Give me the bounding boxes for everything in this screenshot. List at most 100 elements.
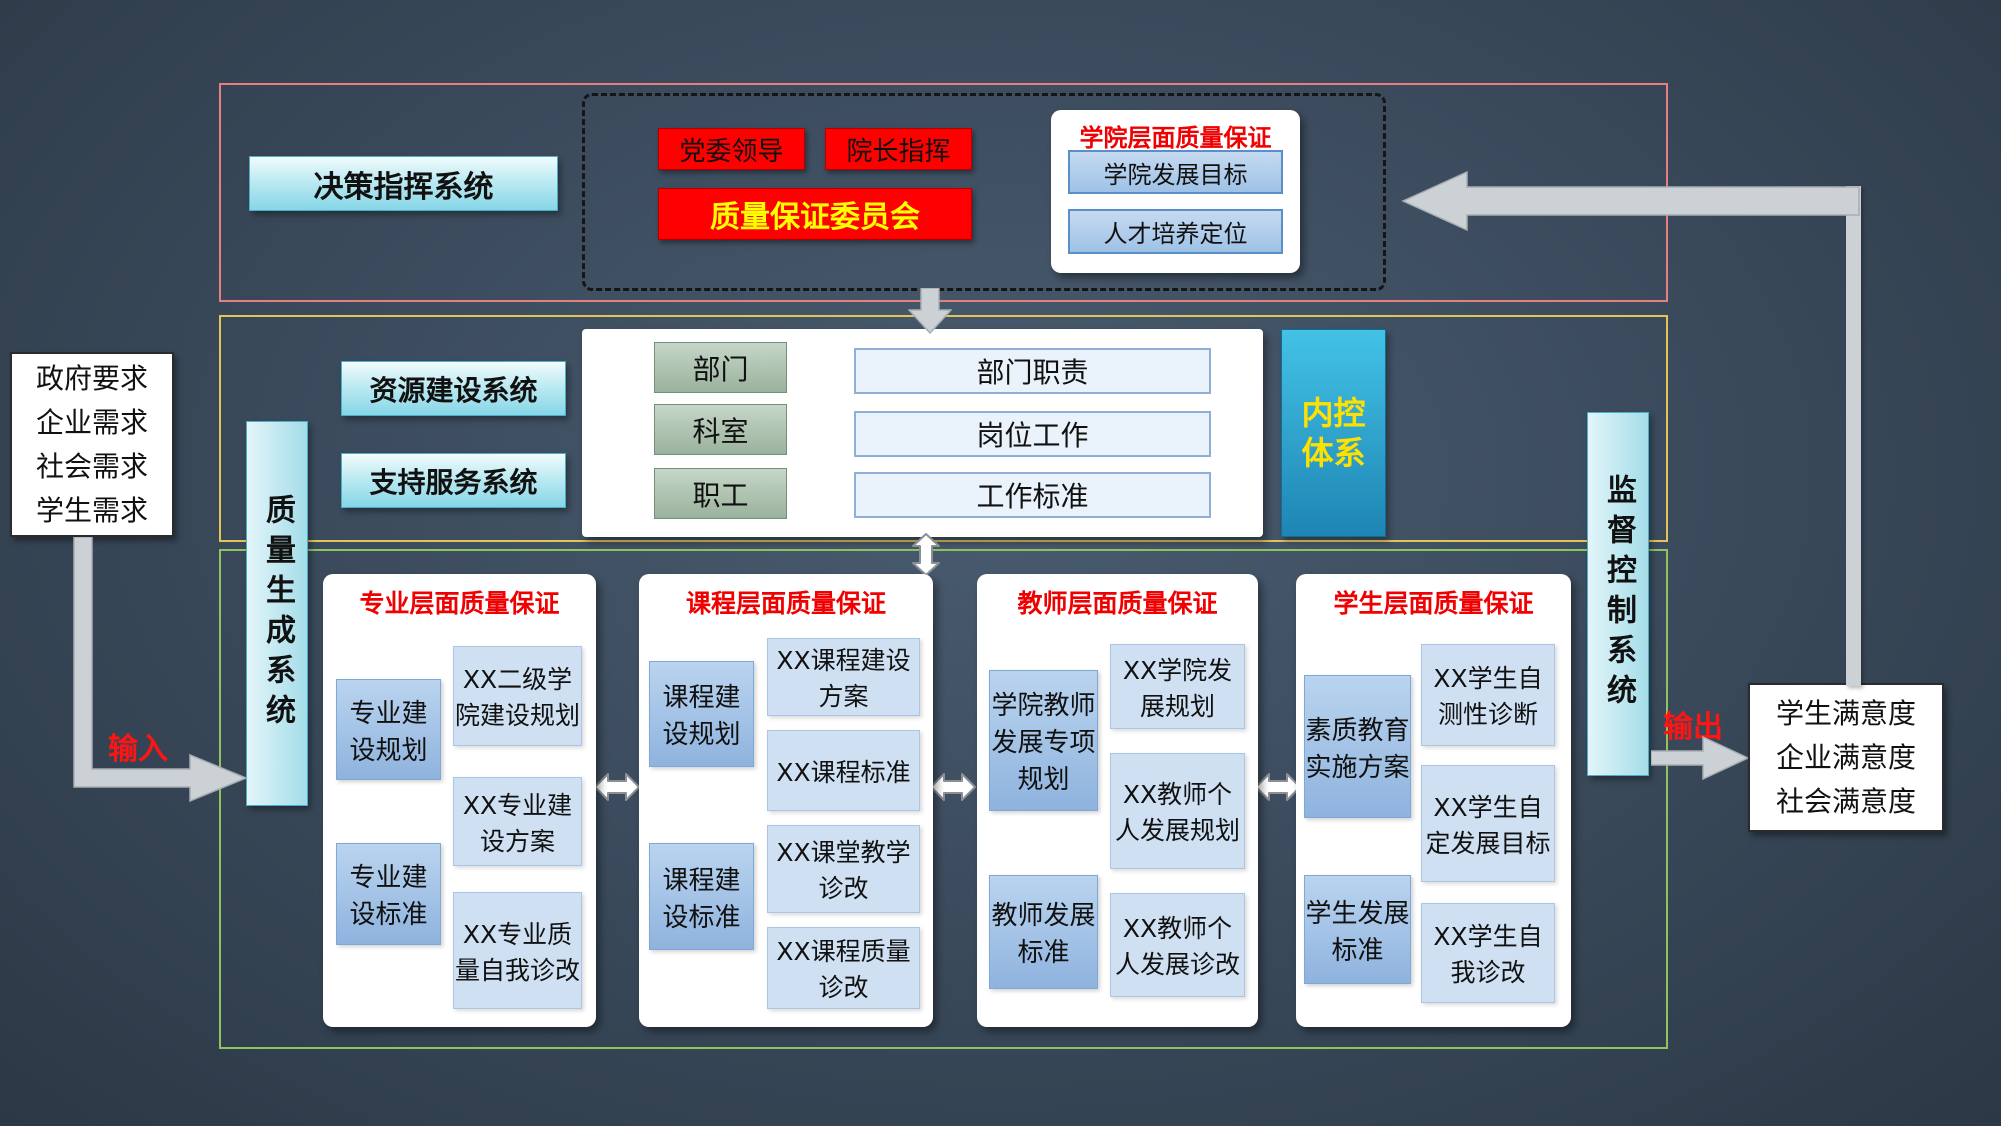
major-college-plan-box: XX二级学院建设规划: [453, 646, 582, 746]
decision-command-box: 决策指挥系统: [249, 156, 558, 211]
teacher-personal-plan-box: XX教师个人发展规划: [1110, 753, 1245, 869]
resource-system-label: 资源建设系统: [369, 373, 538, 407]
supervision-control-label: 监督控制系统: [1601, 474, 1636, 714]
teacher-dev-plan-box: 学院教师发展专项规划: [989, 670, 1098, 811]
major-self-diagnosis-label: XX专业质量自我诊改: [454, 919, 580, 985]
student-self-diagnosis-label: XX学生自我诊改: [1433, 922, 1543, 987]
satisfaction-box: 学生满意度 企业满意度 社会满意度: [1748, 683, 1944, 832]
panel-double-arrow-1: [594, 773, 640, 801]
teacher-dev-standard-box: 教师发展标准: [989, 875, 1098, 989]
staff-box: 职工: [654, 468, 787, 519]
course-build-scheme-box: XX课程建设方案: [767, 638, 920, 716]
college-goal-label: 学院发展目标: [1103, 160, 1248, 189]
qa-panel-major-title: 专业层面质量保证: [359, 589, 560, 618]
course-standard-left-box: 课程建设标准: [649, 843, 754, 950]
qa-panel-student: 学生层面质量保证 素质教育实施方案 学生发展标准 XX学生自测性诊断 XX学生自…: [1296, 574, 1571, 1027]
top-down-arrow: [908, 288, 952, 334]
panel-double-arrow-2: [930, 773, 976, 801]
department-box: 部门: [654, 342, 787, 393]
section-box: 科室: [654, 404, 787, 455]
student-dev-standard-label: 学生发展标准: [1305, 898, 1410, 966]
post-work-box: 岗位工作: [854, 411, 1211, 457]
major-plan-label: 专业建设规划: [349, 698, 428, 766]
internal-control-box: 内控 体系: [1281, 329, 1386, 537]
course-standard-label: XX课程标准: [776, 757, 911, 787]
major-build-scheme-label: XX专业建设方案: [462, 790, 573, 856]
leadership-dashed-group: [582, 93, 1386, 291]
course-plan-label: 课程建设规划: [662, 683, 741, 750]
demand-enterprise: 企业需求: [35, 405, 148, 439]
quality-education-scheme-box: 素质教育实施方案: [1304, 675, 1411, 818]
party-leadership-label: 党委领导: [679, 136, 784, 167]
department-label: 部门: [692, 352, 749, 386]
college-qa-panel: 学院层面质量保证 学院发展目标 人才培养定位: [1051, 110, 1300, 273]
satisfaction-society: 社会满意度: [1775, 784, 1916, 818]
qa-panel-major: 专业层面质量保证 专业建设规划 专业建设标准 XX二级学院建设规划 XX专业建设…: [323, 574, 596, 1027]
output-arrow: [1651, 735, 1750, 781]
course-quality-diagnosis-box: XX课程质量诊改: [767, 927, 920, 1009]
support-system-label: 支持服务系统: [369, 465, 538, 499]
demand-society: 社会需求: [35, 449, 148, 483]
section-label: 科室: [692, 414, 749, 448]
college-qa-title: 学院层面质量保证: [1079, 124, 1272, 152]
course-build-scheme-label: XX课程建设方案: [776, 646, 911, 711]
mid-bottom-double-arrow: [912, 533, 940, 576]
department-duty-box: 部门职责: [854, 348, 1211, 394]
output-label: 输出: [1663, 710, 1723, 745]
student-self-goal-box: XX学生自定发展目标: [1421, 765, 1555, 882]
quality-committee-box: 质量保证委员会: [658, 188, 972, 240]
quality-generation-frame: [219, 549, 1668, 1049]
staff-label: 职工: [692, 478, 749, 512]
teacher-personal-diagnosis-label: XX教师个人发展诊改: [1114, 914, 1240, 979]
qa-panel-teacher-title: 教师层面质量保证: [1017, 589, 1218, 618]
president-command-label: 院长指挥: [846, 136, 951, 167]
demand-government: 政府要求: [35, 361, 148, 395]
qa-panel-student-title: 学生层面质量保证: [1333, 589, 1534, 618]
classroom-teaching-diagnosis-label: XX课堂教学诊改: [776, 838, 911, 903]
quality-generation-label: 质量生成系统: [260, 493, 295, 734]
course-standard-box: XX课程标准: [767, 730, 920, 811]
internal-control-line1: 内控: [1301, 394, 1366, 432]
work-standard-label: 工作标准: [976, 480, 1089, 513]
input-elbow-arrow: [73, 537, 248, 803]
course-standard-left-label: 课程建设标准: [662, 865, 741, 933]
student-self-test-box: XX学生自测性诊断: [1421, 644, 1555, 746]
work-standard-box: 工作标准: [854, 472, 1211, 518]
panel-double-arrow-3: [1255, 773, 1301, 801]
supervision-control-bar: 监督控制系统: [1587, 412, 1649, 776]
teacher-dev-standard-label: 教师发展标准: [991, 901, 1096, 968]
teacher-personal-plan-label: XX教师个人发展规划: [1114, 780, 1240, 845]
major-plan-box: 专业建设规划: [336, 679, 441, 780]
course-quality-diagnosis-label: XX课程质量诊改: [776, 937, 911, 1002]
college-dev-plan-box: XX学院发展规划: [1110, 644, 1245, 729]
talent-position-box: 人才培养定位: [1068, 209, 1283, 254]
classroom-teaching-diagnosis-box: XX课堂教学诊改: [767, 825, 920, 913]
decision-command-label: 决策指挥系统: [313, 169, 494, 205]
quality-generation-bar: 质量生成系统: [246, 421, 308, 806]
talent-position-label: 人才培养定位: [1103, 220, 1248, 248]
support-system-box: 支持服务系统: [341, 453, 566, 508]
department-duty-label: 部门职责: [976, 356, 1089, 389]
qa-panel-course: 课程层面质量保证 课程建设规划 课程建设标准 XX课程建设方案 XX课程标准 X…: [639, 574, 933, 1027]
major-standard-box: 专业建设标准: [336, 843, 441, 945]
major-college-plan-label: XX二级学院建设规划: [454, 665, 580, 730]
demand-student: 学生需求: [35, 493, 148, 527]
quality-committee-label: 质量保证委员会: [710, 200, 920, 235]
qa-panel-teacher: 教师层面质量保证 学院教师发展专项规划 教师发展标准 XX学院发展规划 XX教师…: [977, 574, 1258, 1027]
major-build-scheme-box: XX专业建设方案: [453, 777, 582, 866]
external-demand-box: 政府要求 企业需求 社会需求 学生需求: [10, 352, 174, 537]
college-dev-plan-label: XX学院发展规划: [1122, 655, 1233, 721]
course-plan-box: 课程建设规划: [649, 661, 754, 767]
feedback-arrow: [1401, 170, 1860, 232]
post-work-label: 岗位工作: [976, 419, 1089, 452]
input-label: 输入: [108, 732, 168, 767]
org-structure-box: 部门 科室 职工 部门职责 岗位工作 工作标准: [582, 329, 1263, 537]
feedback-line: [1846, 186, 1861, 686]
student-dev-standard-box: 学生发展标准: [1304, 875, 1411, 984]
student-self-diagnosis-box: XX学生自我诊改: [1421, 903, 1555, 1003]
teacher-personal-diagnosis-box: XX教师个人发展诊改: [1110, 893, 1245, 997]
satisfaction-enterprise: 企业满意度: [1775, 740, 1916, 774]
major-self-diagnosis-box: XX专业质量自我诊改: [453, 892, 582, 1009]
teacher-dev-plan-label: 学院教师发展专项规划: [991, 691, 1096, 795]
